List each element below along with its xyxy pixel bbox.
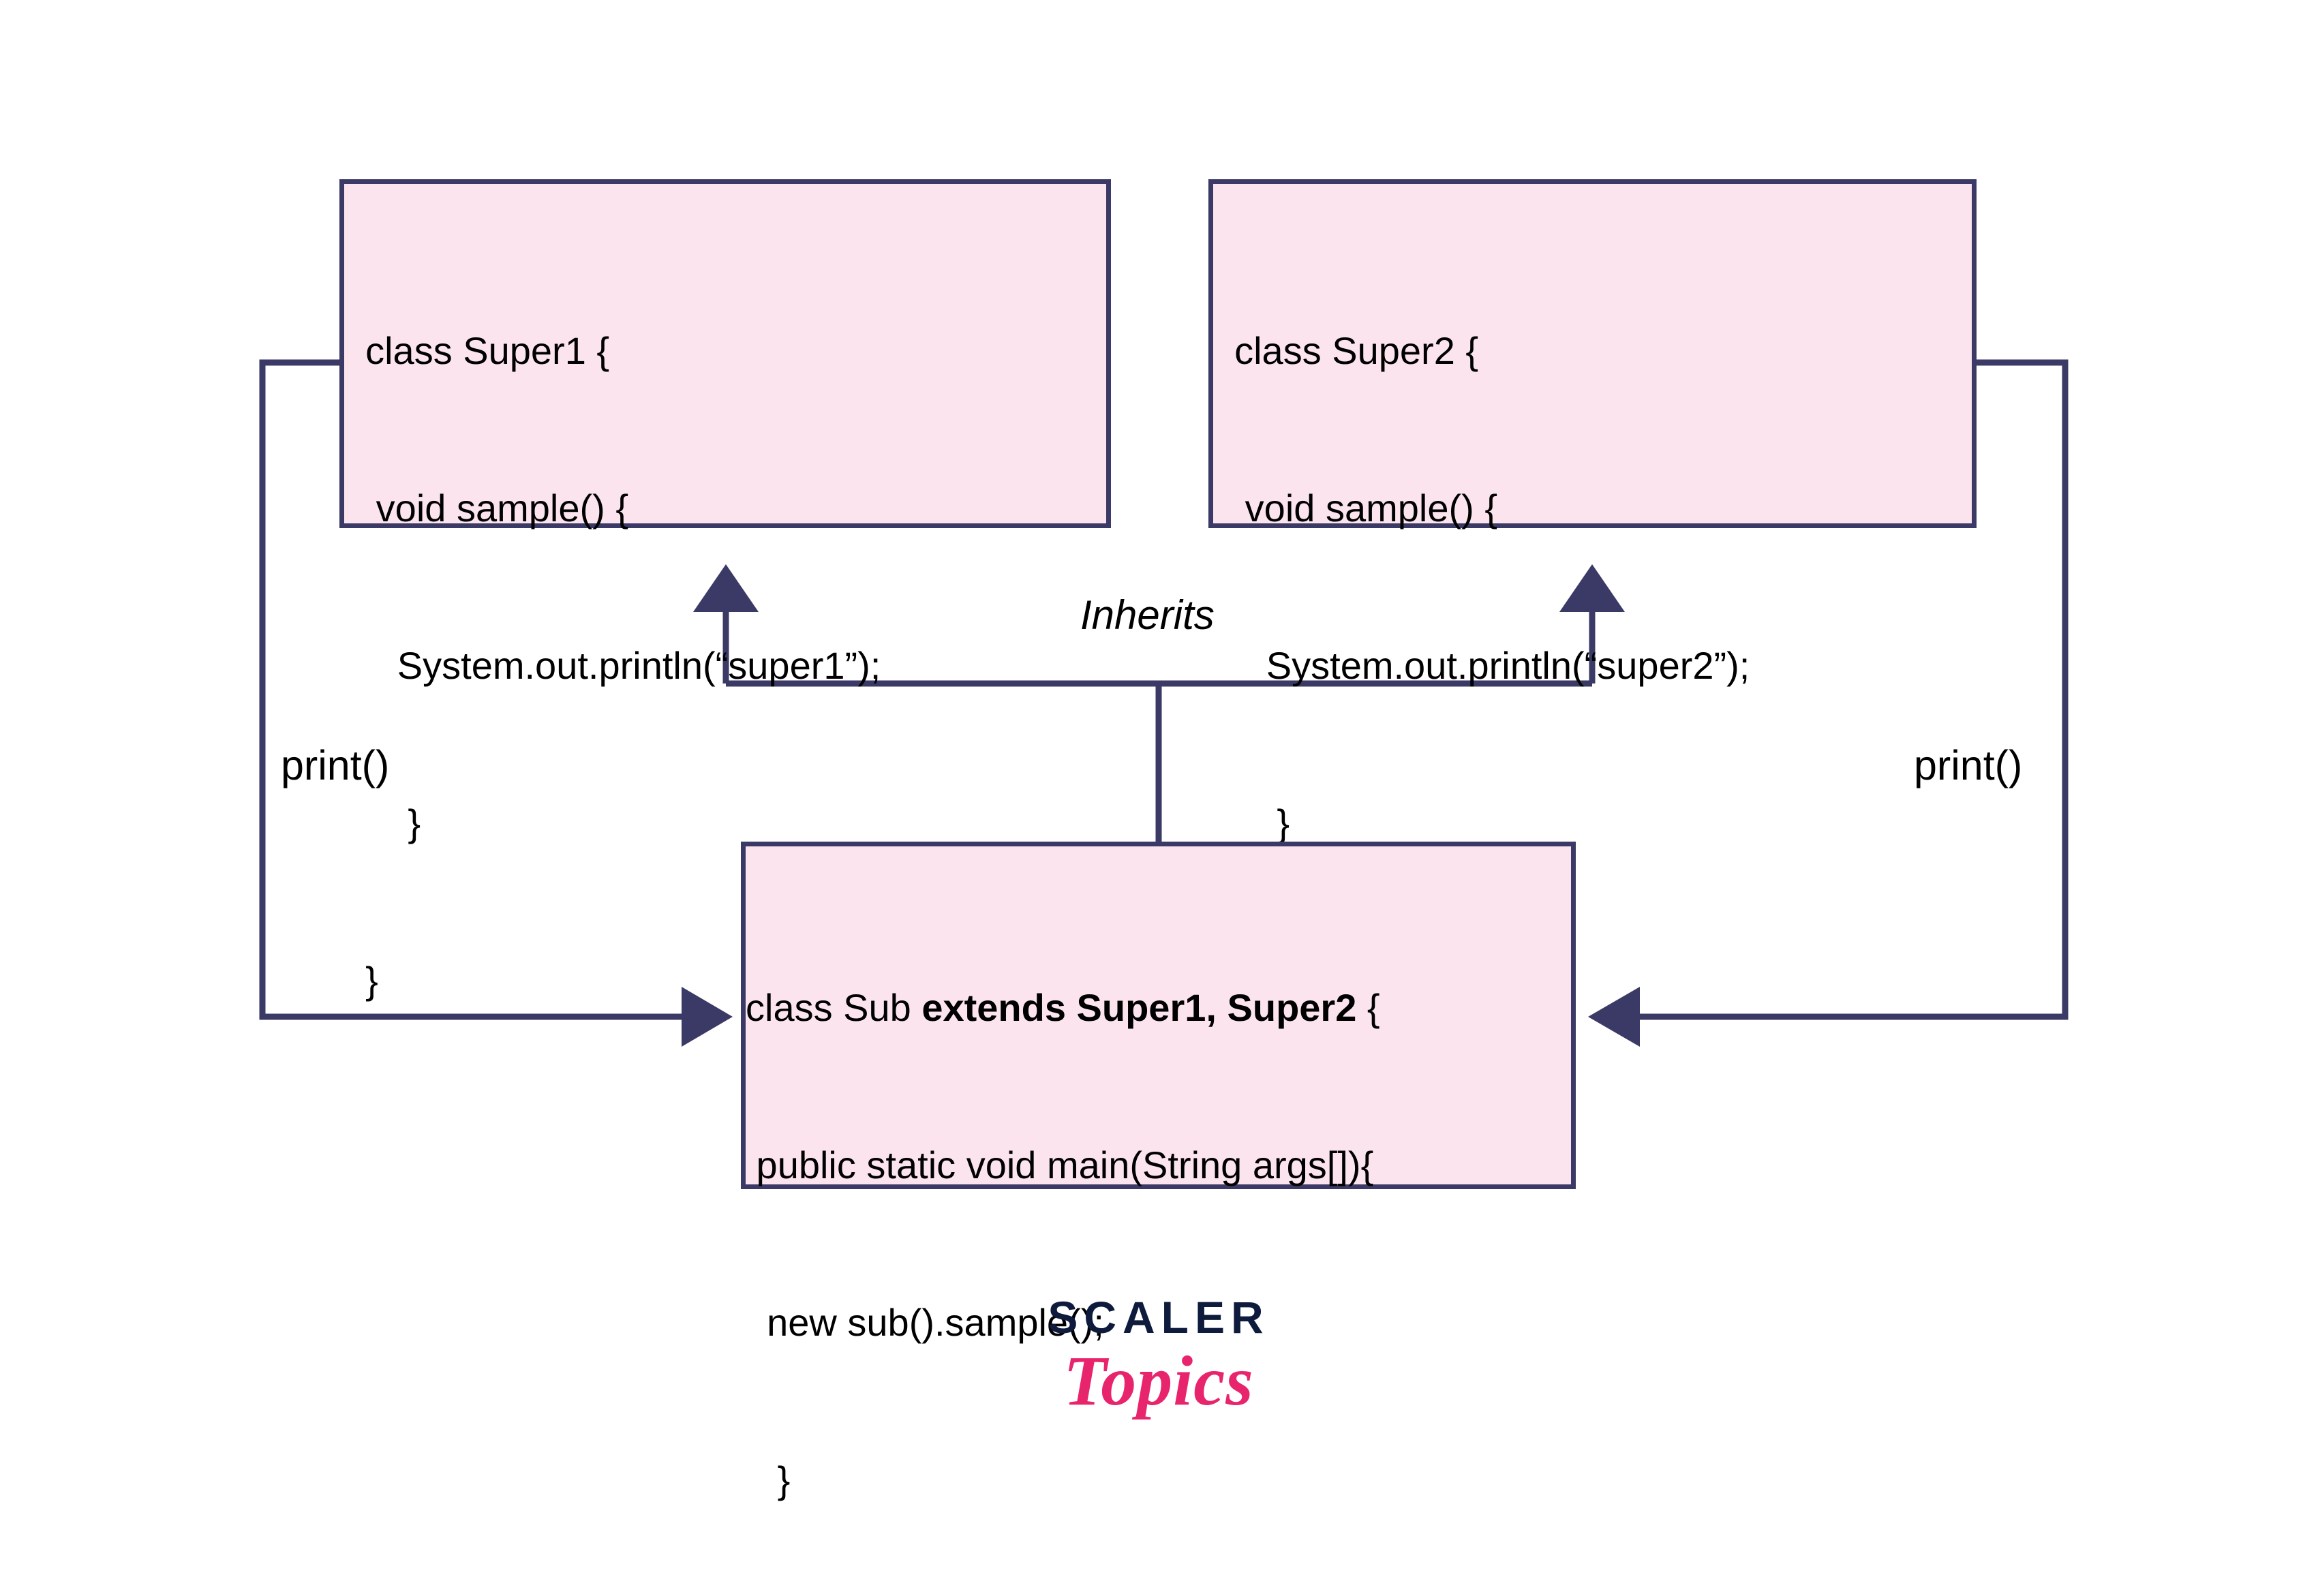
code-line: } [344, 801, 421, 844]
print-label-left: print() [281, 742, 390, 788]
class-super2-code: class Super2 { void sample() { System.ou… [1213, 184, 1972, 1111]
logo-scaler-text: SCALER [1048, 1292, 1270, 1342]
code-seg-plain: class Sub [746, 986, 922, 1029]
code-seg-tail: { [1356, 986, 1380, 1029]
code-line: System.out.println(“super2”); [1213, 644, 1750, 687]
logo-topics-text: Topics [1063, 1342, 1254, 1420]
code-line: } [1213, 801, 1290, 844]
inherits-label: Inherits [1080, 592, 1215, 638]
code-line: class Super2 { [1213, 329, 1479, 372]
code-line: class Super1 { [344, 329, 610, 372]
code-line: new sub().sample(); [746, 1301, 1104, 1344]
code-line: } [746, 1458, 791, 1501]
class-super1-code: class Super1 { void sample() { System.ou… [344, 184, 1106, 1111]
code-line: } [344, 959, 378, 1002]
code-line: void sample() { [344, 487, 629, 530]
class-super1-box: class Super1 { void sample() { System.ou… [339, 179, 1111, 1002]
class-super2-box: class Super2 { void sample() { System.ou… [1208, 179, 1977, 1002]
code-line: public static void main(String args[]){ [746, 1144, 1374, 1186]
class-sub-code: class Sub extends Super1, Super2 { publi… [746, 846, 1571, 1596]
code-seg-bold: extends Super1, Super2 [921, 986, 1357, 1029]
class-sub-box: class Sub extends Super1, Super2 { publi… [741, 842, 1576, 1501]
code-line: void sample() { [1213, 487, 1498, 530]
print-label-right: print() [1914, 742, 2023, 788]
code-line: System.out.println(“super1”); [344, 644, 881, 687]
code-line-extends: class Sub extends Super1, Super2 { [746, 981, 1571, 1034]
scaler-topics-logo: SCALER Topics [1002, 1295, 1315, 1418]
